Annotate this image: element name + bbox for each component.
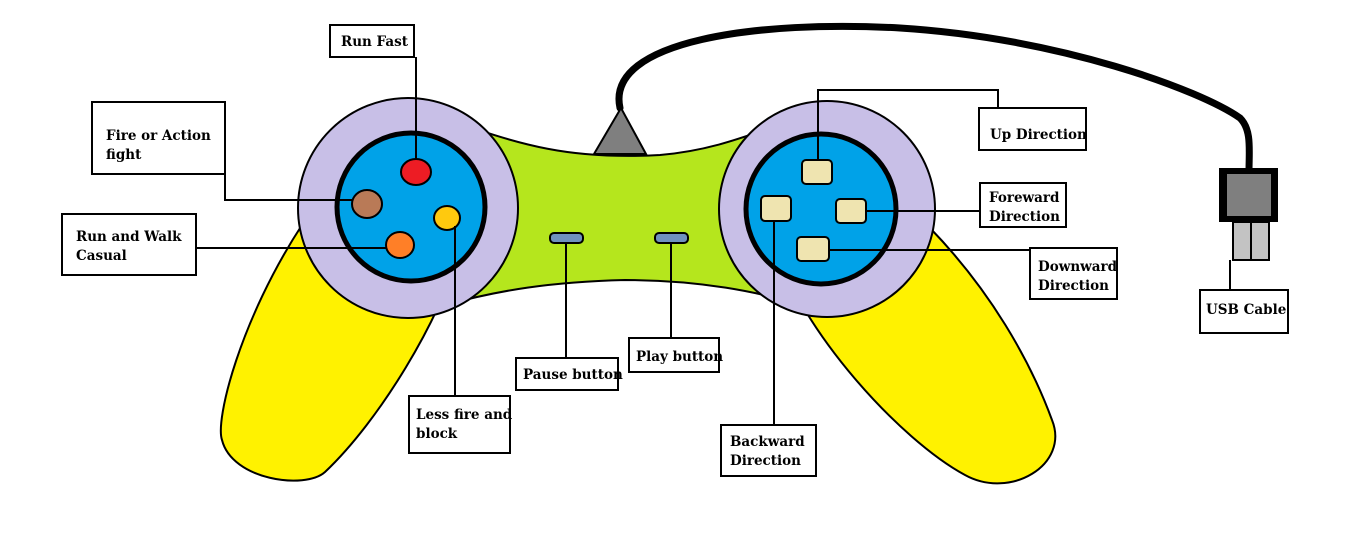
run-fast-button[interactable]	[400, 158, 432, 186]
run-walk-button[interactable]	[385, 231, 415, 259]
svg-text:Downward: Downward	[1038, 259, 1118, 275]
left-action-pad	[334, 130, 488, 284]
foreward-direction-key[interactable]	[835, 198, 867, 224]
svg-text:fight: fight	[106, 147, 142, 163]
up-direction-key[interactable]	[801, 159, 833, 185]
svg-text:Foreward: Foreward	[989, 190, 1060, 206]
right-dpad	[743, 131, 899, 287]
svg-text:Up Direction: Up Direction	[990, 127, 1087, 143]
label-run-fast: Run Fast	[329, 24, 415, 58]
svg-text:Pause button: Pause button	[523, 367, 623, 383]
svg-text:Casual: Casual	[76, 248, 127, 264]
svg-text:USB Cable: USB Cable	[1206, 302, 1286, 318]
svg-text:block: block	[416, 426, 458, 442]
svg-text:Direction: Direction	[730, 453, 801, 469]
usb-cable-wire	[615, 22, 1253, 176]
pause-button[interactable]	[549, 232, 584, 244]
label-foreward: Foreward Direction	[979, 182, 1067, 228]
less-fire-block-button[interactable]	[433, 205, 461, 231]
cable-connector	[592, 105, 648, 155]
label-less-fire: Less fire and block	[408, 395, 513, 454]
svg-text:Run Fast: Run Fast	[341, 34, 409, 50]
fire-action-button[interactable]	[351, 189, 383, 219]
svg-text:Direction: Direction	[1038, 278, 1109, 294]
svg-text:Fire or Action: Fire or Action	[106, 128, 211, 144]
label-usb-cable: USB Cable	[1199, 289, 1289, 334]
label-downward: Downward Direction	[1029, 247, 1118, 300]
leader-lines	[196, 57, 1231, 425]
svg-text:Direction: Direction	[989, 209, 1060, 225]
svg-text:Less fire and: Less fire and	[416, 407, 513, 423]
svg-text:Backward: Backward	[730, 434, 805, 450]
svg-text:Play button: Play button	[636, 349, 723, 365]
backward-direction-key[interactable]	[760, 195, 792, 222]
label-fire-action: Fire or Action fight	[91, 101, 226, 175]
play-button[interactable]	[654, 232, 689, 244]
label-pause: Pause button	[515, 357, 623, 391]
usb-plug-icon	[1219, 168, 1278, 261]
svg-text:Run and Walk: Run and Walk	[76, 229, 182, 245]
label-backward: Backward Direction	[720, 424, 817, 477]
downward-direction-key[interactable]	[796, 236, 830, 262]
label-play: Play button	[628, 337, 723, 373]
label-run-walk: Run and Walk Casual	[61, 213, 197, 276]
label-up: Up Direction	[978, 107, 1087, 151]
